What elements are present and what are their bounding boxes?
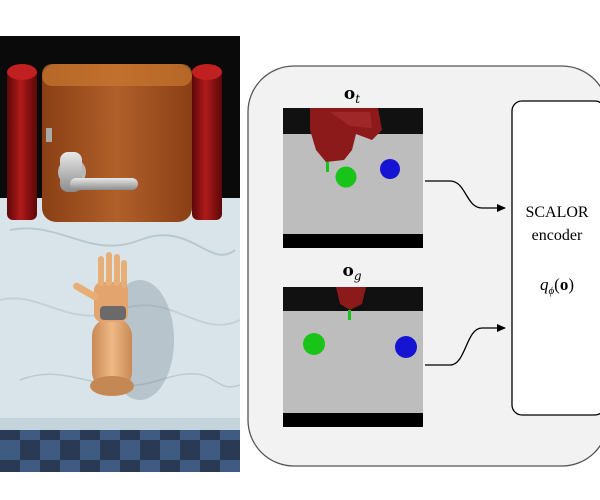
left-pillar-top — [7, 64, 37, 80]
door-handle-lever — [70, 178, 138, 190]
simulation-render-image — [0, 36, 241, 472]
gripper-tip — [326, 162, 329, 172]
robot-finger — [114, 254, 120, 286]
door-panel — [42, 64, 192, 222]
green-object — [335, 166, 357, 188]
forearm-end — [90, 376, 134, 396]
observation-current-label: ot — [344, 84, 360, 106]
robot-forearm — [92, 318, 132, 390]
marble-vein — [19, 373, 241, 388]
blue-object — [395, 336, 417, 358]
robot-arm-highlight — [330, 112, 372, 128]
checker-floor — [0, 428, 240, 472]
sim-bottom-bar — [283, 234, 423, 248]
encoder-box — [511, 100, 600, 416]
right-pillar-top — [192, 64, 222, 80]
arrow-current-to-encoder — [425, 180, 506, 212]
observation-goal-label: og — [342, 261, 361, 283]
encoder-pipeline-panel: ot og — [247, 65, 600, 467]
robot-finger — [121, 260, 127, 288]
left-pillar — [7, 68, 37, 220]
gripper-tip — [348, 310, 351, 320]
blue-object — [380, 159, 400, 179]
table-edge — [0, 418, 240, 430]
observation-goal-image — [283, 287, 423, 427]
encoder-formula: qϕ(o) — [540, 275, 574, 297]
encoder-label-line1: SCALOR — [525, 204, 588, 221]
sim-bottom-bar — [283, 413, 423, 427]
right-pillar — [192, 68, 222, 220]
robot-thumb — [73, 282, 99, 301]
robot-finger — [106, 252, 112, 286]
encoder-label-line2: encoder — [532, 227, 583, 244]
robot-finger — [98, 256, 104, 286]
door-top — [42, 64, 192, 86]
robot-wrist — [100, 306, 126, 320]
robot-arm — [336, 287, 366, 310]
arrow-goal-to-encoder — [425, 324, 506, 366]
observation-current-image — [283, 108, 423, 248]
green-object — [303, 333, 325, 355]
door-hinge — [46, 128, 52, 142]
marble-vein — [9, 227, 236, 256]
